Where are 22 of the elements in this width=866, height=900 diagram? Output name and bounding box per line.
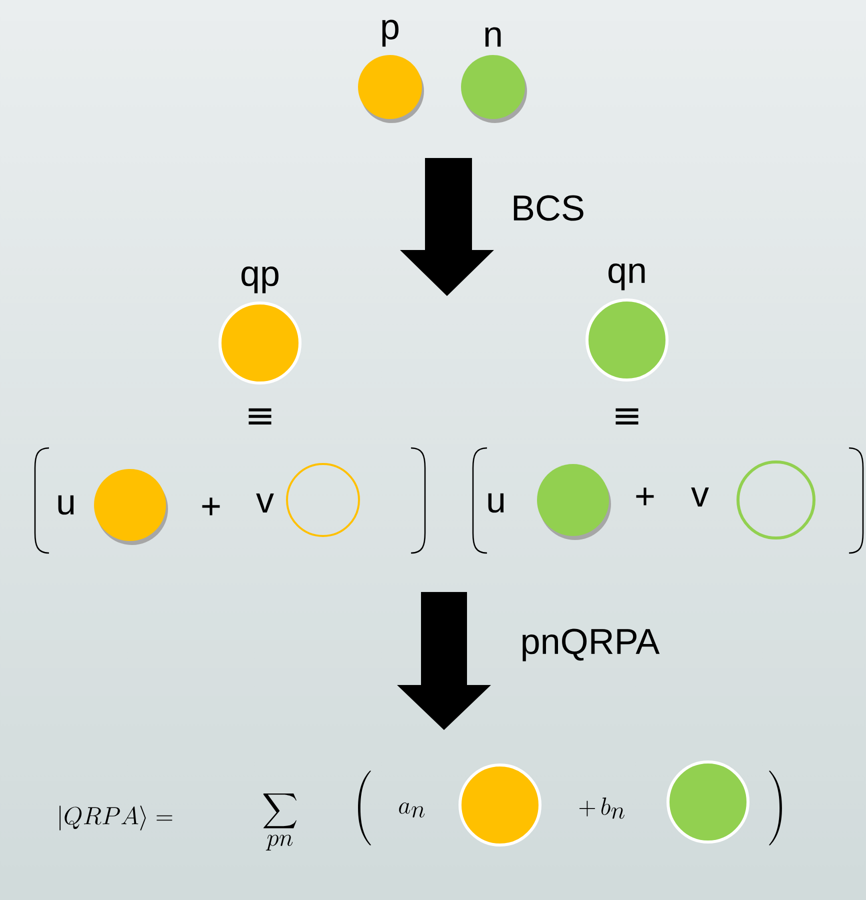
- particle-circle: [666, 760, 750, 844]
- plus-sign: +: [202, 498, 220, 516]
- formula: $|QRPA\rangle =$: [60, 806, 172, 830]
- coefficient-label: v: [691, 488, 709, 507]
- process-label: pnQRPA: [522, 628, 660, 662]
- formula: $\Bigg($: [358, 770, 371, 846]
- node-label: n: [485, 27, 501, 47]
- equivalence-sign: ≡: [248, 408, 272, 424]
- coefficient-label: v: [256, 494, 274, 513]
- node-label: qp: [241, 266, 278, 294]
- coefficient-label: u: [58, 495, 74, 515]
- node-label: p: [382, 20, 398, 47]
- sum-formula: $\sum_{pn}$: [263, 793, 297, 851]
- process-label: BCS: [514, 195, 584, 221]
- equivalence-sign: ≡: [616, 408, 638, 424]
- coefficient-label: u: [488, 493, 504, 513]
- particle-circle: [458, 764, 542, 846]
- formula: $+\, b_n$: [579, 798, 624, 819]
- formula: $a_n$: [399, 802, 425, 818]
- formula: $\Bigg)$: [769, 770, 782, 846]
- plus-sign: +: [636, 488, 654, 506]
- node-label: qn: [608, 263, 645, 290]
